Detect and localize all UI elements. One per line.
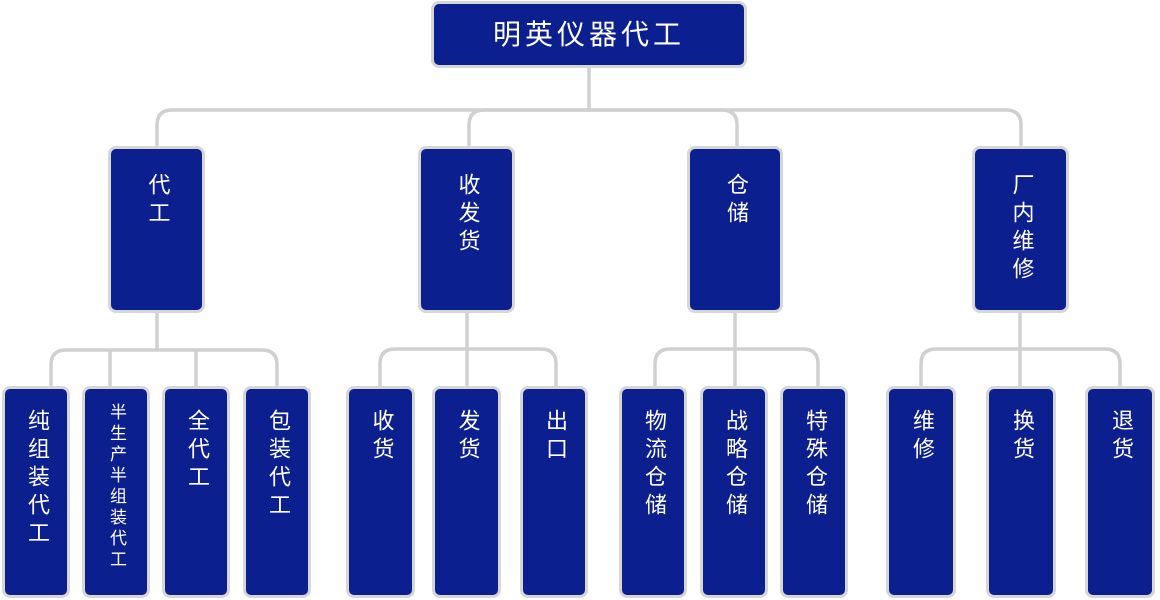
leaf-node-huanhuo: 换货 <box>986 386 1056 598</box>
category-label: 代工 <box>144 173 170 229</box>
leaf-node-teshu-cangchu: 特殊仓储 <box>780 386 848 598</box>
leaf-label: 维修 <box>909 409 934 465</box>
root-label: 明英仪器代工 <box>492 17 685 51</box>
connector-root-to-shoufahuo <box>467 108 591 148</box>
leaf-label: 纯组装代工 <box>24 409 49 549</box>
category-node-cangchu: 仓储 <box>687 146 783 313</box>
connector-root-to-weixiu <box>587 108 1023 148</box>
leaf-node-weixiu: 维修 <box>886 386 956 598</box>
leaf-label: 发货 <box>454 409 480 465</box>
leaf-node-shouhuo: 收货 <box>346 386 415 598</box>
connector-root-to-cangchu <box>587 108 739 148</box>
leaf-node-chukou: 出口 <box>520 386 588 598</box>
leaf-node-zhanlue-cangchu: 战略仓储 <box>700 386 768 598</box>
leaf-label: 收货 <box>368 409 394 465</box>
category-label: 收发货 <box>454 173 480 257</box>
leaf-label: 包装代工 <box>265 409 290 521</box>
leaf-node-tuihuo: 退货 <box>1085 386 1155 598</box>
category-label: 厂内维修 <box>1008 173 1034 285</box>
leaf-label: 全代工 <box>184 409 209 493</box>
leaf-label: 特殊仓储 <box>802 409 827 521</box>
leaf-node-chunzuzhuang-daigong: 纯组装代工 <box>2 386 70 598</box>
connector-root-to-daigong <box>155 108 591 148</box>
category-label: 仓储 <box>723 173 748 229</box>
leaf-node-banshengchan-banzuzhuang-daigong: 半生产半组装代工 <box>82 386 150 598</box>
leaf-label: 退货 <box>1108 409 1133 465</box>
connector-weixiu-bus <box>919 347 1122 388</box>
leaf-label: 换货 <box>1009 409 1034 465</box>
leaf-label: 出口 <box>542 409 567 465</box>
connector-shoufahuo-bus <box>378 347 558 388</box>
leaf-label: 半生产半组装代工 <box>106 403 126 571</box>
leaf-node-baozhuang-daigong: 包装代工 <box>243 386 311 598</box>
category-node-shoufahuo: 收发货 <box>418 146 515 313</box>
leaf-label: 物流仓储 <box>641 409 666 521</box>
category-node-daigong: 代工 <box>108 146 205 313</box>
connector-cangchu-bus <box>653 347 820 388</box>
connector-daigong-bus <box>49 348 279 388</box>
root-node: 明英仪器代工 <box>431 1 747 68</box>
leaf-node-quan-daigong: 全代工 <box>162 386 230 598</box>
leaf-node-fahuo: 发货 <box>432 386 501 598</box>
leaf-label: 战略仓储 <box>722 409 747 521</box>
leaf-node-wuliu-cangchu: 物流仓储 <box>619 386 687 598</box>
category-node-changnei-weixiu: 厂内维修 <box>972 146 1069 313</box>
